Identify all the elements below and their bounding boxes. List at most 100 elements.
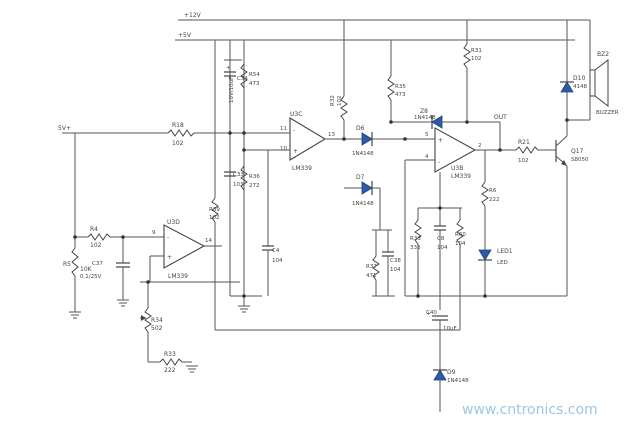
svg-text:C37: C37 [92,261,103,267]
resistor-r6: R6 222 [481,150,500,250]
junction-dots [73,118,569,298]
ground-symbol [238,300,250,313]
svg-text:10K: 10K [80,266,93,273]
svg-text:10V/10uF: 10V/10uF [229,77,235,103]
svg-text:LED1: LED1 [497,248,513,255]
resistor-r32: R32 102 [330,20,348,139]
svg-text:D6: D6 [356,125,365,132]
svg-text:LM339: LM339 [292,165,312,172]
svg-text:R21: R21 [518,139,530,146]
transistor-q17: Q17 S8050 [555,120,589,180]
svg-text:D9: D9 [447,369,456,376]
svg-text:104: 104 [272,258,283,264]
capacitor-c38: C38 104 [382,230,401,296]
svg-text:R34: R34 [151,317,163,324]
svg-text:222: 222 [489,197,500,203]
svg-text:471: 471 [366,273,377,279]
buzzer-bz2: BZ2 BUZZER [567,19,619,121]
svg-text:R18: R18 [172,122,184,129]
diode-d7: D7 1N4148 [344,174,380,207]
svg-text:R35: R35 [395,84,406,90]
resistor-r33b: R33 333 [410,219,422,296]
svg-text:U3D: U3D [167,219,180,226]
capacitor-c37: C37 0.1/25V [80,237,130,307]
svg-text:R60: R60 [455,232,466,238]
svg-text:R39: R39 [209,207,220,213]
svg-text:+: + [226,65,231,71]
diode-d9: D9 1N4148 [433,369,469,412]
svg-text:BZ2: BZ2 [597,51,609,58]
resistor-r60: R60 104 [455,219,466,330]
svg-text:502: 502 [151,325,163,332]
ground-symbol [69,311,81,319]
svg-text:+: + [426,311,431,317]
svg-text:272: 272 [249,183,260,189]
capacitor-c4: C4 104 [262,245,283,296]
diode-d10: D10 4148 [560,20,587,120]
svg-text:-: - [167,234,169,241]
output-node: OUT [494,114,507,150]
resistor-r21: R21 102 [500,139,556,164]
svg-text:R54: R54 [249,72,260,78]
svg-text:4: 4 [425,154,429,160]
svg-text:OUT: OUT [494,114,507,121]
svg-text:14: 14 [205,238,212,244]
rail-12v-label: +12V [184,12,202,19]
resistor-r37: R37 471 [366,229,392,296]
input-label: 5V+ [58,125,71,132]
svg-text:2: 2 [478,143,482,149]
diode-z8: Z8 1N4148 [414,108,500,129]
svg-text:1N4148: 1N4148 [352,201,374,207]
svg-text:C8: C8 [437,236,445,242]
svg-text:R32: R32 [330,95,336,106]
svg-text:1N4148: 1N4148 [447,378,469,384]
svg-text:102: 102 [471,56,482,62]
svg-text:R36: R36 [249,174,260,180]
svg-text:5: 5 [425,132,429,138]
svg-text:R37: R37 [366,264,377,270]
potentiometer-r34: R34 502 [140,281,240,362]
svg-text:Z8: Z8 [420,108,428,115]
svg-text:104: 104 [455,241,466,247]
svg-text:R5: R5 [63,261,71,268]
svg-text:D10: D10 [573,75,585,82]
svg-text:222: 222 [164,367,176,374]
svg-text:10: 10 [280,146,287,152]
svg-text:D7: D7 [356,174,365,181]
svg-text:+: + [167,254,172,261]
led-led1: LED1 LED [478,248,513,296]
resistor-r54: R54 473 [240,63,260,89]
svg-text:C4: C4 [272,248,280,254]
diode-d6: D6 1N4148 [352,125,405,157]
resistor-r5: R5 10K [63,247,93,312]
svg-text:1N4148: 1N4148 [352,151,374,157]
resistor-r39: R39 102 [209,40,220,330]
opamp-u3d: - + U3D LM339 9 14 [152,219,212,280]
svg-text:R33: R33 [164,351,176,358]
opamp-u3c: - + U3C LM339 11 10 13 [280,111,335,172]
svg-text:10uF: 10uF [443,326,457,332]
svg-text:BUZZER: BUZZER [596,110,619,116]
svg-text:333: 333 [410,245,421,251]
svg-text:+: + [293,148,298,155]
svg-text:13: 13 [328,132,335,138]
svg-text:-: - [438,159,440,166]
capacitor-c8: C8 104 [434,225,448,310]
svg-text:102: 102 [172,140,184,147]
svg-text:102: 102 [209,215,220,221]
svg-text:LM339: LM339 [168,273,188,280]
capacitor-c34: + C34 10V/10uF [224,65,248,103]
svg-text:R33: R33 [410,236,421,242]
svg-text:C40: C40 [426,310,437,316]
svg-text:U3B: U3B [451,165,463,172]
svg-text:11: 11 [280,126,287,132]
svg-text:LED: LED [497,260,508,266]
svg-text:C33: C33 [233,172,244,178]
svg-text:R4: R4 [90,226,98,233]
resistor-r36: R36 272 [240,165,260,191]
watermark: www.cntronics.com [462,402,598,418]
resistor-r4: R4 102 [75,226,164,249]
capacitor-c33: C33 103 [224,171,244,188]
resistor-r31: R31 102 [463,20,482,122]
